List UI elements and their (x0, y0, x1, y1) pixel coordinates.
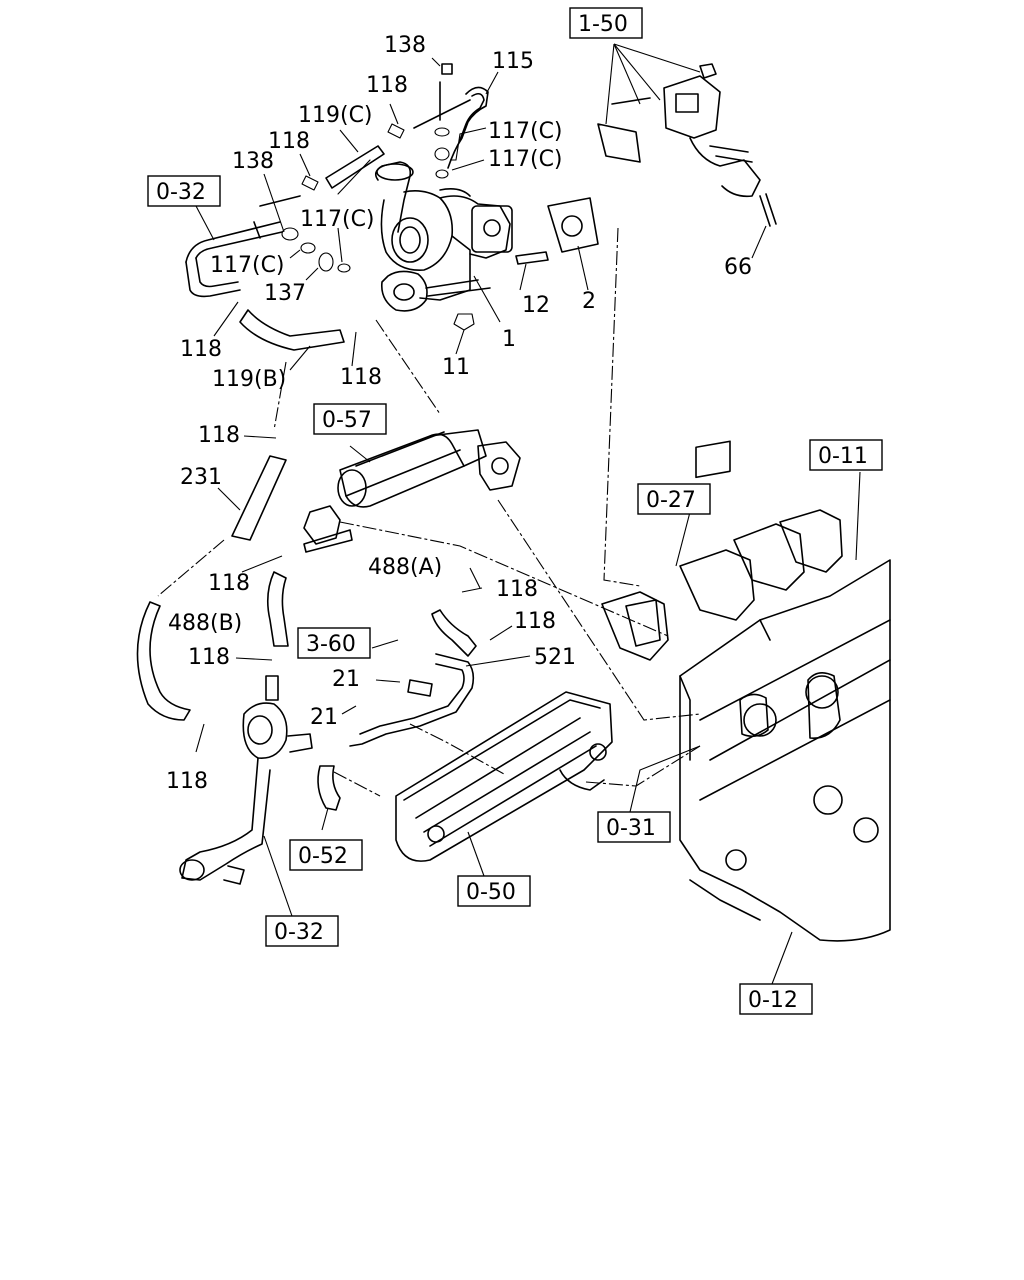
callout-118: 118 (340, 365, 382, 390)
egr-cooler (303, 429, 521, 553)
callout-118: 118 (188, 645, 230, 670)
callout-11: 11 (442, 355, 470, 380)
ref-text: 1-50 (578, 12, 628, 37)
ref-box-0-32-upper: 0-32 (147, 175, 221, 207)
callout-1: 1 (502, 327, 516, 352)
oil-cooler (395, 691, 613, 862)
callout-115: 115 (492, 49, 534, 74)
ref-box-0-11: 0-11 (809, 439, 883, 471)
hose-119c (325, 145, 385, 189)
callout-118: 118 (180, 337, 222, 362)
callout-labels: 138 115 118 119(C) 117(C) 118 138 117(C)… (166, 33, 752, 794)
turbocharger (374, 161, 513, 312)
water-pipe-upper (185, 195, 301, 298)
hose-0-52 (317, 765, 341, 811)
engine-block (679, 559, 891, 942)
ref-box-1-50: 1-50 (569, 7, 643, 39)
ref-text: 0-27 (646, 488, 696, 513)
callout-2: 2 (582, 289, 596, 314)
callout-488a: 488(A) (368, 555, 442, 580)
leader-lines (157, 43, 861, 985)
stud-12 (515, 251, 549, 265)
ref-box-0-27: 0-27 (637, 483, 711, 515)
callout-231: 231 (180, 465, 222, 490)
callout-66: 66 (724, 255, 752, 280)
hose-119b (239, 309, 345, 351)
hose-488a (431, 609, 477, 657)
ref-box-0-12: 0-12 (739, 983, 813, 1015)
ref-box-0-50: 0-50 (457, 875, 531, 907)
ref-text: 0-31 (606, 816, 656, 841)
hose-488b (266, 571, 289, 647)
callout-12: 12 (522, 293, 550, 318)
ref-text: 0-11 (818, 444, 868, 469)
exhaust-flange (597, 63, 777, 227)
gasket-2 (547, 197, 599, 253)
ref-text: 0-50 (466, 880, 516, 905)
callout-118: 118 (366, 73, 408, 98)
reference-labels: 1-50 0-32 0-57 0-11 0-27 3-60 0-31 0-52 (147, 7, 883, 1015)
exhaust-manifold (601, 440, 843, 661)
callout-118: 118 (514, 609, 556, 634)
callout-138: 138 (384, 33, 426, 58)
ref-box-0-32-lower: 0-32 (265, 915, 339, 947)
callout-21: 21 (310, 705, 338, 730)
callout-118: 118 (198, 423, 240, 448)
ref-text: 0-32 (156, 180, 206, 205)
callout-118: 118 (268, 129, 310, 154)
hose-long-left (136, 601, 191, 721)
callout-117c: 117(C) (488, 119, 563, 144)
fasteners-top (281, 123, 475, 331)
callout-137: 137 (264, 281, 306, 306)
callout-21: 21 (332, 667, 360, 692)
callout-117c: 117(C) (300, 207, 375, 232)
callout-118: 118 (208, 571, 250, 596)
ref-box-0-57: 0-57 (313, 403, 387, 435)
part-artwork (136, 63, 891, 942)
hose-231 (231, 455, 287, 541)
callout-488b: 488(B) (168, 611, 242, 636)
callout-521: 521 (534, 645, 576, 670)
callout-119c: 119(C) (298, 103, 373, 128)
ref-text: 3-60 (306, 632, 356, 657)
callout-138: 138 (232, 149, 274, 174)
callout-118: 118 (496, 577, 538, 602)
water-pipe-lower (179, 675, 313, 885)
ref-box-0-52: 0-52 (289, 839, 363, 871)
ref-text: 0-32 (274, 920, 324, 945)
callout-118: 118 (166, 769, 208, 794)
callout-119b: 119(B) (212, 367, 286, 392)
ref-text: 0-52 (298, 844, 348, 869)
oil-feed-pipe (413, 63, 489, 169)
ref-text: 0-12 (748, 988, 798, 1013)
callout-117c: 117(C) (488, 147, 563, 172)
ref-box-0-31: 0-31 (597, 811, 671, 843)
ref-box-3-60: 3-60 (297, 627, 371, 659)
ref-text: 0-57 (322, 408, 372, 433)
egr-pipe-521 (349, 653, 475, 747)
callout-117c: 117(C) (210, 253, 285, 278)
